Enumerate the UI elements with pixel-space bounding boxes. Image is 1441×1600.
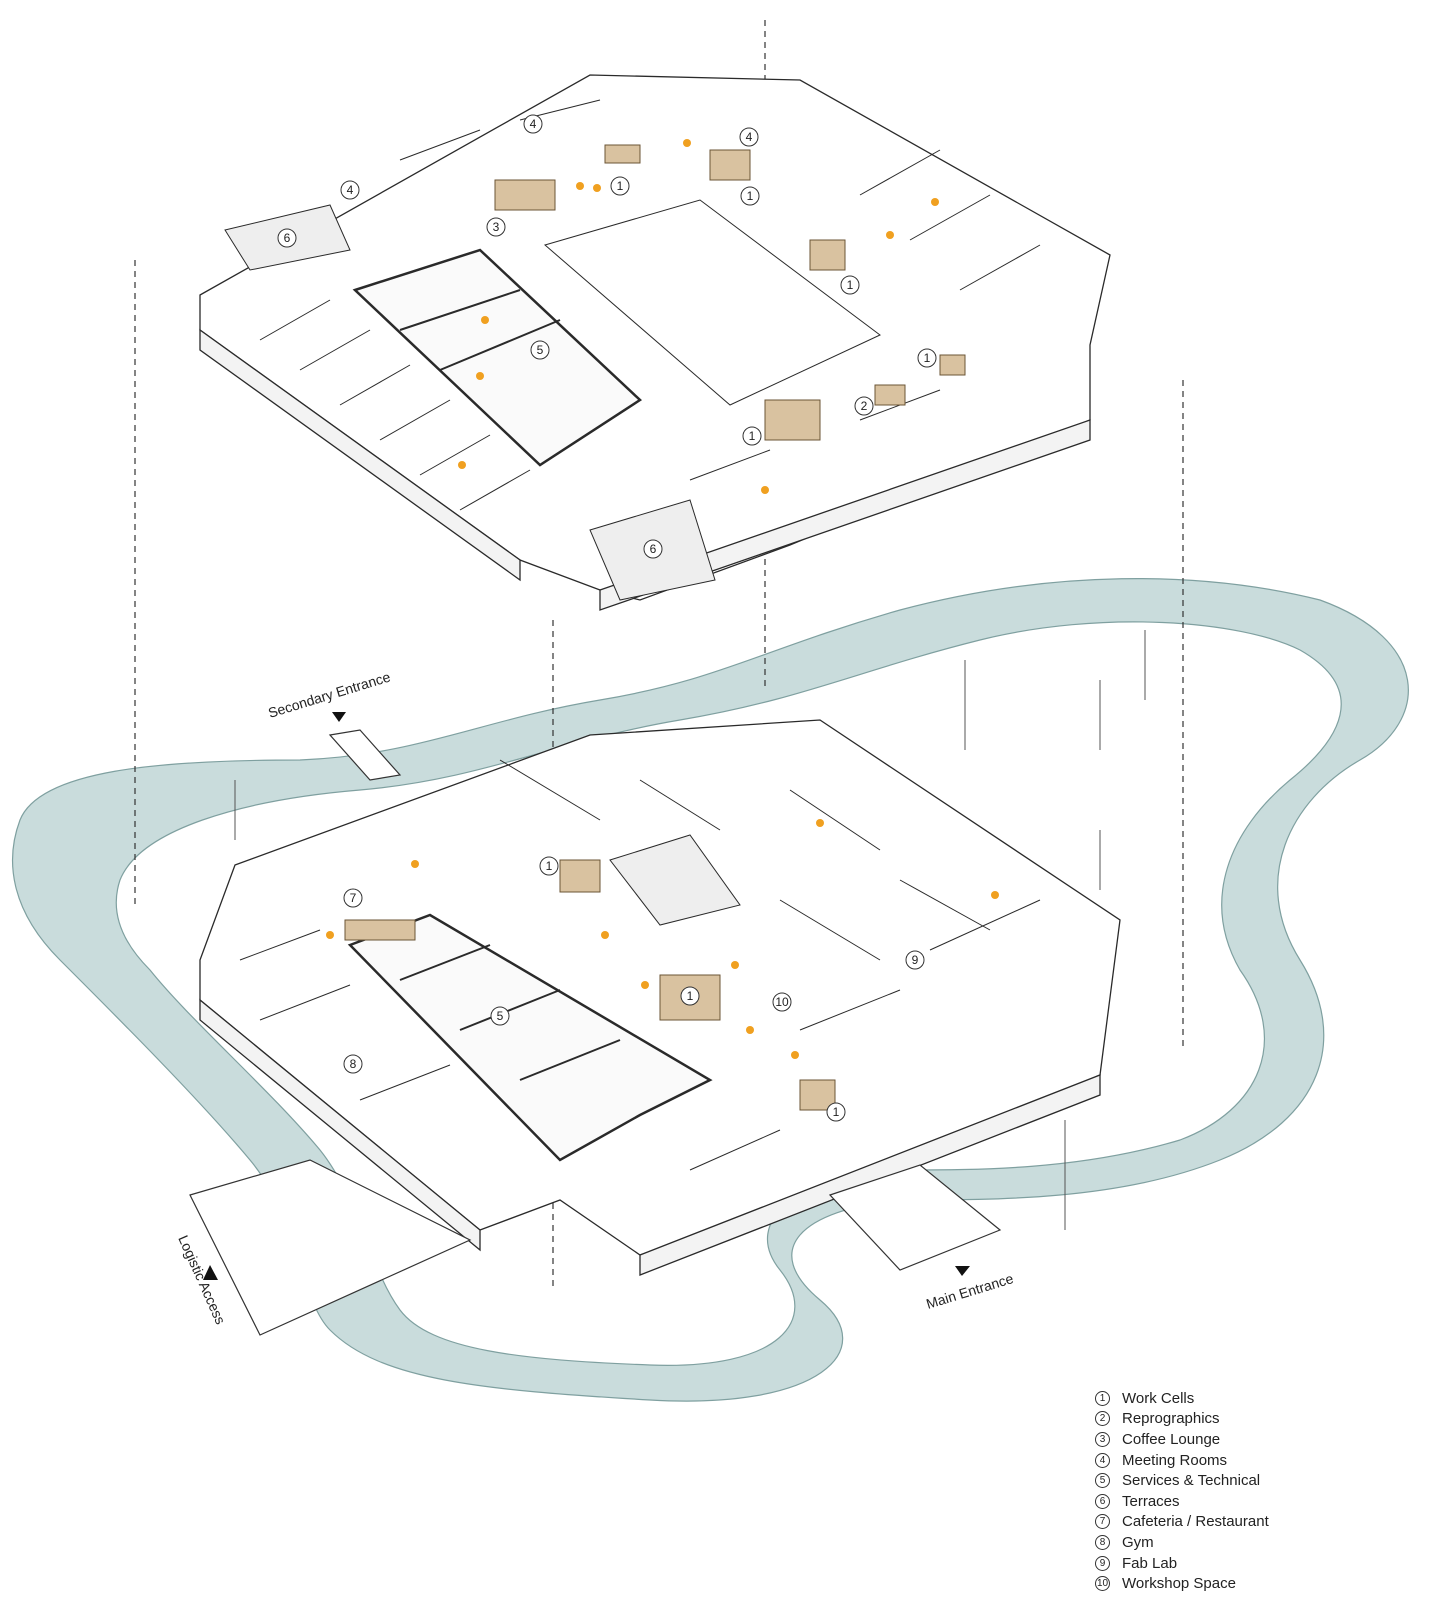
legend-item: 10 Workshop Space	[1095, 1573, 1415, 1594]
room-number-4: 4	[530, 117, 537, 131]
legend-item: 3 Coffee Lounge	[1095, 1429, 1415, 1450]
room-number-1: 1	[747, 189, 754, 203]
room-number-1: 1	[617, 179, 624, 193]
legend-label: Coffee Lounge	[1122, 1430, 1221, 1448]
room-number-1: 1	[546, 859, 553, 873]
room-number-3: 3	[493, 220, 500, 234]
room-number-6: 6	[284, 231, 291, 245]
room-number-5: 5	[537, 343, 544, 357]
legend-label: Reprographics	[1122, 1410, 1220, 1428]
legend-number: 10	[1095, 1576, 1110, 1592]
legend-item: 4 Meeting Rooms	[1095, 1450, 1415, 1471]
room-number-6: 6	[650, 542, 657, 556]
legend-number: 9	[1095, 1555, 1110, 1571]
room-number-1: 1	[687, 989, 694, 1003]
legend-item: 1 Work Cells	[1095, 1388, 1415, 1409]
legend-number: 6	[1095, 1493, 1110, 1509]
trees	[234, 630, 1146, 1230]
upper-floor	[199, 74, 1111, 611]
secondary-entrance-label: Secondary Entrance	[266, 668, 392, 720]
legend-number: 8	[1095, 1534, 1110, 1550]
access-bridges	[189, 729, 1002, 1336]
legend-item: 8 Gym	[1095, 1532, 1415, 1553]
room-number-5: 5	[497, 1009, 504, 1023]
legend-label: Meeting Rooms	[1122, 1451, 1228, 1469]
legend-item: 9 Fab Lab	[1095, 1553, 1415, 1574]
legend-label: Gym	[1122, 1533, 1154, 1551]
legend-number: 1	[1095, 1390, 1110, 1406]
legend-item: 5 Services & Technical	[1095, 1470, 1415, 1491]
legend-label: Terraces	[1122, 1492, 1180, 1510]
upper-wood-elements	[494, 144, 966, 441]
legend-number: 2	[1095, 1411, 1110, 1427]
room-number-1: 1	[749, 429, 756, 443]
legend-number: 3	[1095, 1431, 1110, 1447]
room-number-4: 4	[746, 130, 753, 144]
legend-item: 6 Terraces	[1095, 1491, 1415, 1512]
room-number-1: 1	[833, 1105, 840, 1119]
legend-label: Services & Technical	[1122, 1472, 1261, 1490]
room-number-9: 9	[912, 953, 919, 967]
room-number-2: 2	[861, 399, 868, 413]
legend-item: 7 Cafeteria / Restaurant	[1095, 1512, 1415, 1533]
legend-item: 2 Reprographics	[1095, 1409, 1415, 1430]
legend: 1 Work Cells 2 Reprographics 3 Coffee Lounge 4…	[1095, 1388, 1415, 1594]
room-number-7: 7	[350, 891, 357, 905]
legend-label: Work Cells	[1122, 1389, 1195, 1407]
legend-number: 4	[1095, 1452, 1110, 1468]
room-number-1: 1	[924, 351, 931, 365]
legend-label: Cafeteria / Restaurant	[1122, 1513, 1269, 1531]
main-entrance-label: Main Entrance	[924, 1270, 1015, 1312]
legend-label: Workshop Space	[1122, 1575, 1236, 1593]
people-figures	[326, 139, 999, 1059]
room-number-markers	[277, 114, 937, 1122]
room-number-1: 1	[847, 278, 854, 292]
entrance-arrows	[203, 712, 970, 1280]
room-number-4: 4	[347, 183, 354, 197]
room-number-10: 10	[775, 995, 789, 1009]
legend-label: Fab Lab	[1122, 1554, 1178, 1572]
legend-number: 5	[1095, 1473, 1110, 1489]
room-number-8: 8	[350, 1057, 357, 1071]
legend-number: 7	[1095, 1514, 1110, 1530]
